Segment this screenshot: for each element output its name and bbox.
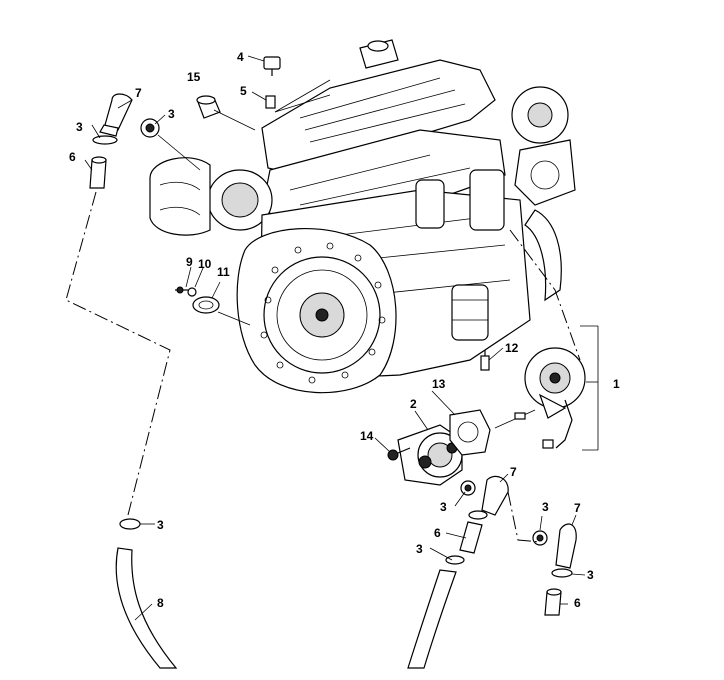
hose-6-top [89, 156, 107, 189]
callout-6-center: 6 [434, 526, 441, 540]
callout-11: 11 [217, 265, 230, 279]
callout-14: 14 [360, 429, 374, 443]
leader-lines [84, 55, 599, 621]
callout-10: 10 [198, 257, 212, 271]
clamp-3-center-bottom [445, 555, 465, 565]
elbow-7-right [555, 523, 577, 569]
callout-3-center-bottom: 3 [416, 542, 423, 556]
pump-gasket [449, 409, 491, 456]
callout-3-right-top: 3 [542, 500, 549, 514]
callout-7-top: 7 [135, 86, 142, 100]
callout-3-top-right: 3 [168, 107, 175, 121]
hose-6-center [459, 521, 483, 554]
bolt-9 [175, 286, 188, 294]
hose-6-right [544, 588, 562, 616]
callout-3-center-top: 3 [440, 500, 447, 514]
clamp-3-top-right [140, 118, 160, 138]
clamp-3-right-bottom [551, 568, 573, 578]
fitting-5 [265, 95, 276, 109]
hose-8 [115, 547, 178, 669]
callout-12: 12 [505, 341, 519, 355]
callout-6-top: 6 [69, 150, 76, 164]
callout-15: 15 [187, 70, 201, 84]
callout-7-right: 7 [574, 501, 581, 515]
hose-center-long [407, 569, 457, 669]
screw-14 [387, 447, 411, 461]
callout-13: 13 [432, 377, 446, 391]
elbow-7-top [99, 93, 133, 137]
callout-9: 9 [186, 255, 193, 269]
elbow-7-center [481, 475, 509, 516]
connector-chain-pump [509, 229, 581, 361]
callout-5: 5 [240, 84, 247, 98]
callout-2: 2 [410, 397, 417, 411]
clamp-3-right-top [532, 530, 548, 546]
connector-chain-right [507, 491, 541, 543]
callout-3-hose-8: 3 [157, 518, 164, 532]
callout-4: 4 [237, 50, 244, 64]
engine-assembly [149, 39, 576, 394]
hydraulic-pump [397, 424, 463, 486]
clip-11 [192, 296, 220, 314]
callout-8: 8 [157, 596, 164, 610]
fitting-12 [480, 350, 490, 371]
connector-chain-left [65, 191, 171, 516]
clamp-3-center-top [460, 480, 476, 496]
switch-4 [263, 56, 281, 76]
callout-3-right-bottom: 3 [587, 568, 594, 582]
clamp-3-top-left [92, 135, 118, 145]
sleeve-15 [196, 95, 221, 119]
pump-drive-housing [494, 347, 586, 449]
callout-3-top-left: 3 [76, 120, 83, 134]
callout-6-right: 6 [574, 596, 581, 610]
clamp-3-hose-8 [119, 518, 141, 530]
washer-10 [187, 287, 197, 297]
callout-7-center: 7 [510, 465, 517, 479]
callout-1: 1 [613, 377, 620, 391]
clamp-3-center [468, 510, 488, 520]
